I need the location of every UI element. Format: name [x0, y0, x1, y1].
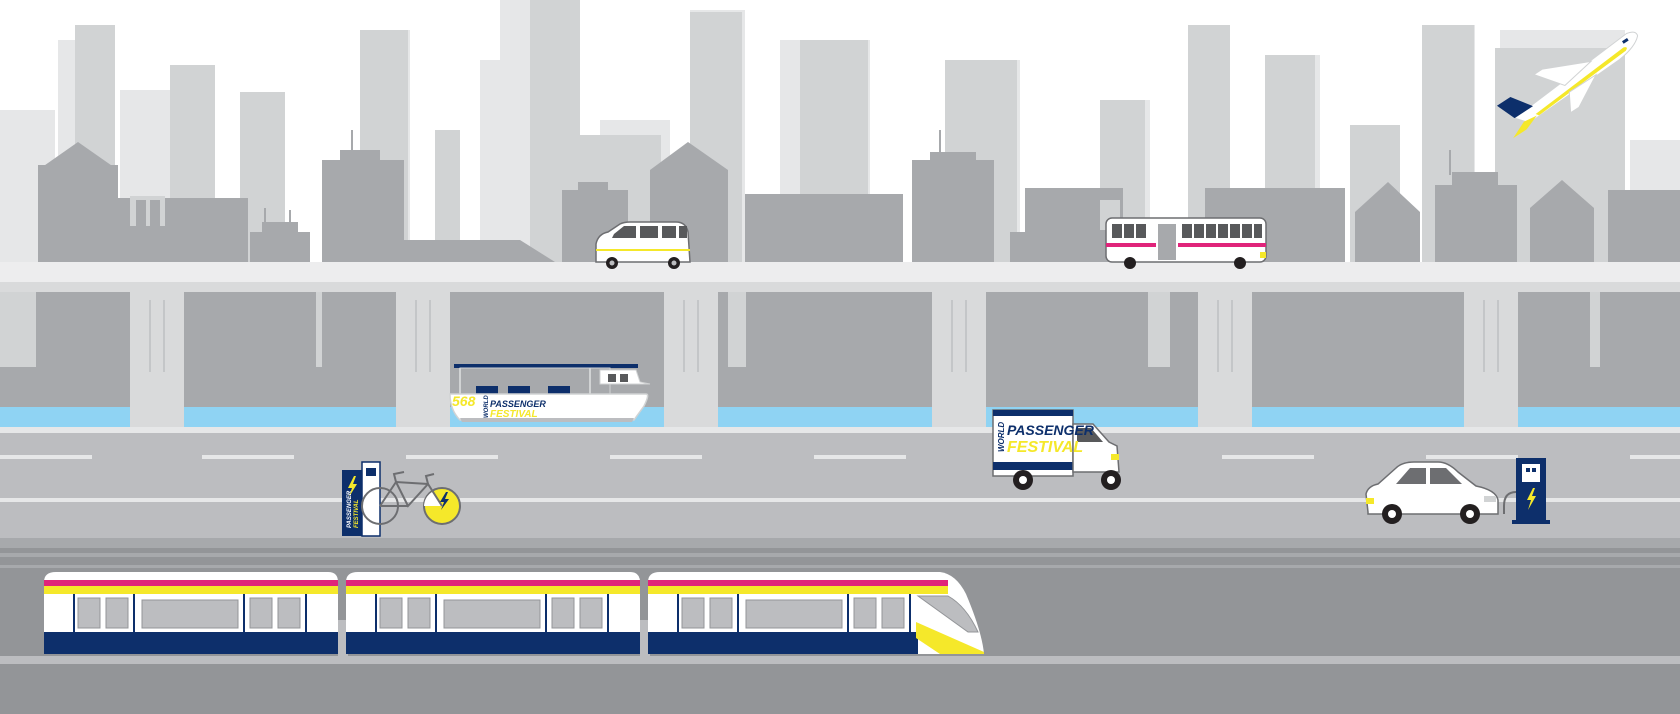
boat-livery-line2: PASSENGER — [490, 399, 546, 409]
road-shoulder — [0, 538, 1680, 548]
boat-livery-line3: FESTIVAL — [490, 409, 538, 420]
bicycle-icon — [361, 471, 461, 525]
road-solid-line — [0, 498, 1680, 502]
train-car-1 — [44, 572, 338, 654]
train-icon — [44, 572, 984, 656]
bicycle-lightning — [440, 492, 449, 510]
train-car-3-cab — [648, 572, 984, 654]
pillar-bases — [130, 407, 1518, 427]
under-deck-buildings — [0, 292, 1680, 407]
car-icon — [1365, 461, 1499, 524]
rooftop-antennas — [264, 130, 1451, 224]
lightning-bolt-icon — [348, 476, 357, 497]
van-livery-line2: PASSENGER — [1007, 422, 1095, 438]
delivery-van-icon: PASSENGER FESTIVAL WORLD — [992, 409, 1121, 490]
train-car-2 — [346, 572, 640, 654]
under-deck-gaps — [0, 292, 1600, 367]
rail-platform — [0, 656, 1680, 664]
elevated-deck-edge — [0, 282, 1680, 292]
city-bus-icon — [1105, 217, 1267, 269]
van-livery-line3: FESTIVAL — [1007, 439, 1083, 456]
rail-bed — [0, 664, 1680, 714]
rail-guard-strip — [0, 553, 1680, 557]
airplane-icon — [1496, 31, 1639, 139]
van-icon — [595, 221, 691, 269]
train-coupler-2 — [640, 620, 650, 656]
boat-livery-line1: WORLD — [484, 395, 490, 418]
dock-livery-line2: PASSENGER — [347, 490, 353, 528]
support-pillars — [130, 292, 1518, 428]
road-curb-top — [0, 427, 1680, 433]
van-livery-line1: WORLD — [997, 422, 1006, 452]
train-coupler-1 — [338, 620, 348, 656]
ev-charger-icon — [1503, 458, 1550, 524]
lane-dashes — [0, 455, 1680, 459]
ferry-boat-icon: 568 PASSENGER FESTIVAL WORLD — [449, 364, 651, 422]
bike-share-dock-icon: PASSENGER FESTIVAL — [342, 461, 381, 537]
charger-lightning-icon — [1527, 488, 1536, 510]
elevated-deck — [0, 262, 1680, 282]
river — [0, 407, 1680, 427]
dock-livery-line3: FESTIVAL — [354, 499, 360, 528]
hull-number: 568 — [452, 393, 476, 409]
rail-upper-strip — [0, 565, 1680, 568]
